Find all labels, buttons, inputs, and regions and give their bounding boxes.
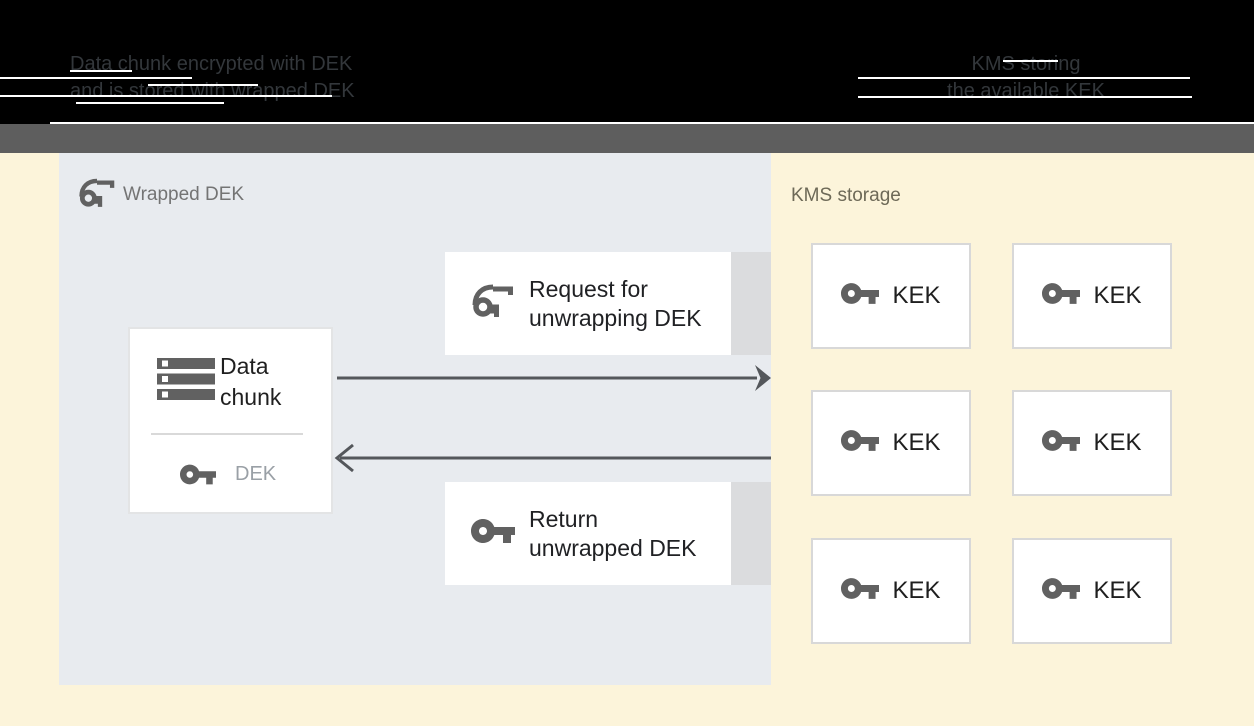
- key-icon: [1042, 430, 1081, 456]
- left-caption-line2: and is stored with wrapped DEK: [70, 80, 355, 102]
- kek-box: KEK: [1012, 538, 1172, 644]
- artifact-line: [0, 95, 332, 97]
- return-box-strip: [731, 482, 771, 585]
- wrapped-dek-panel: Wrapped DEK Request for unwrapping DEK: [59, 153, 771, 685]
- dek-label: DEK: [235, 463, 277, 485]
- artifact-line: [50, 122, 1254, 124]
- header: Data chunk encrypted with DEK and is sto…: [0, 0, 1254, 124]
- kek-label: KEK: [892, 429, 941, 456]
- key-icon: [841, 283, 880, 309]
- artifact-line: [1003, 60, 1058, 62]
- data-chunk-box: Data chunk DEK: [128, 327, 333, 514]
- key-icon: [1042, 578, 1081, 604]
- request-unwrap-dek-box: Request for unwrapping DEK: [445, 252, 731, 355]
- kek-box: KEK: [811, 243, 971, 349]
- kek-label: KEK: [892, 577, 941, 604]
- header-divider-band: [0, 124, 1254, 153]
- kek-box: KEK: [811, 538, 971, 644]
- artifact-line: [148, 84, 258, 86]
- wrapped-key-icon: [471, 283, 515, 324]
- wrapped-key-icon: [78, 177, 116, 214]
- request-unwrap-dek-label: Request for unwrapping DEK: [529, 275, 702, 331]
- kek-box: KEK: [811, 390, 971, 496]
- key-icon: [841, 578, 880, 604]
- key-icon: [841, 430, 880, 456]
- artifact-line: [858, 77, 1190, 79]
- kek-box: KEK: [1012, 390, 1172, 496]
- kek-label: KEK: [1093, 577, 1142, 604]
- kms-storage-label: KMS storage: [791, 185, 901, 206]
- key-icon: [180, 464, 216, 490]
- key-icon: [471, 518, 515, 549]
- artifact-line: [858, 96, 1192, 98]
- request-box-strip: [731, 252, 771, 355]
- right-caption-line1: KMS storing: [971, 53, 1081, 75]
- wrapped-dek-label: Wrapped DEK: [123, 184, 245, 205]
- kek-box: KEK: [1012, 243, 1172, 349]
- artifact-line: [70, 70, 132, 72]
- right-caption-line2: the available KEK: [947, 80, 1105, 102]
- kek-label: KEK: [1093, 429, 1142, 456]
- artifact-line: [76, 102, 224, 104]
- key-icon: [1042, 283, 1081, 309]
- return-unwrapped-dek-box: Return unwrapped DEK: [445, 482, 731, 585]
- divider: [151, 433, 303, 435]
- return-unwrapped-dek-label: Return unwrapped DEK: [529, 505, 697, 561]
- data-chunk-label: Data chunk: [220, 353, 282, 410]
- kek-label: KEK: [892, 282, 941, 309]
- artifact-line: [0, 77, 192, 79]
- left-caption-line1: Data chunk encrypted with DEK: [70, 53, 353, 75]
- kek-label: KEK: [1093, 282, 1142, 309]
- storage-icon: [157, 358, 215, 405]
